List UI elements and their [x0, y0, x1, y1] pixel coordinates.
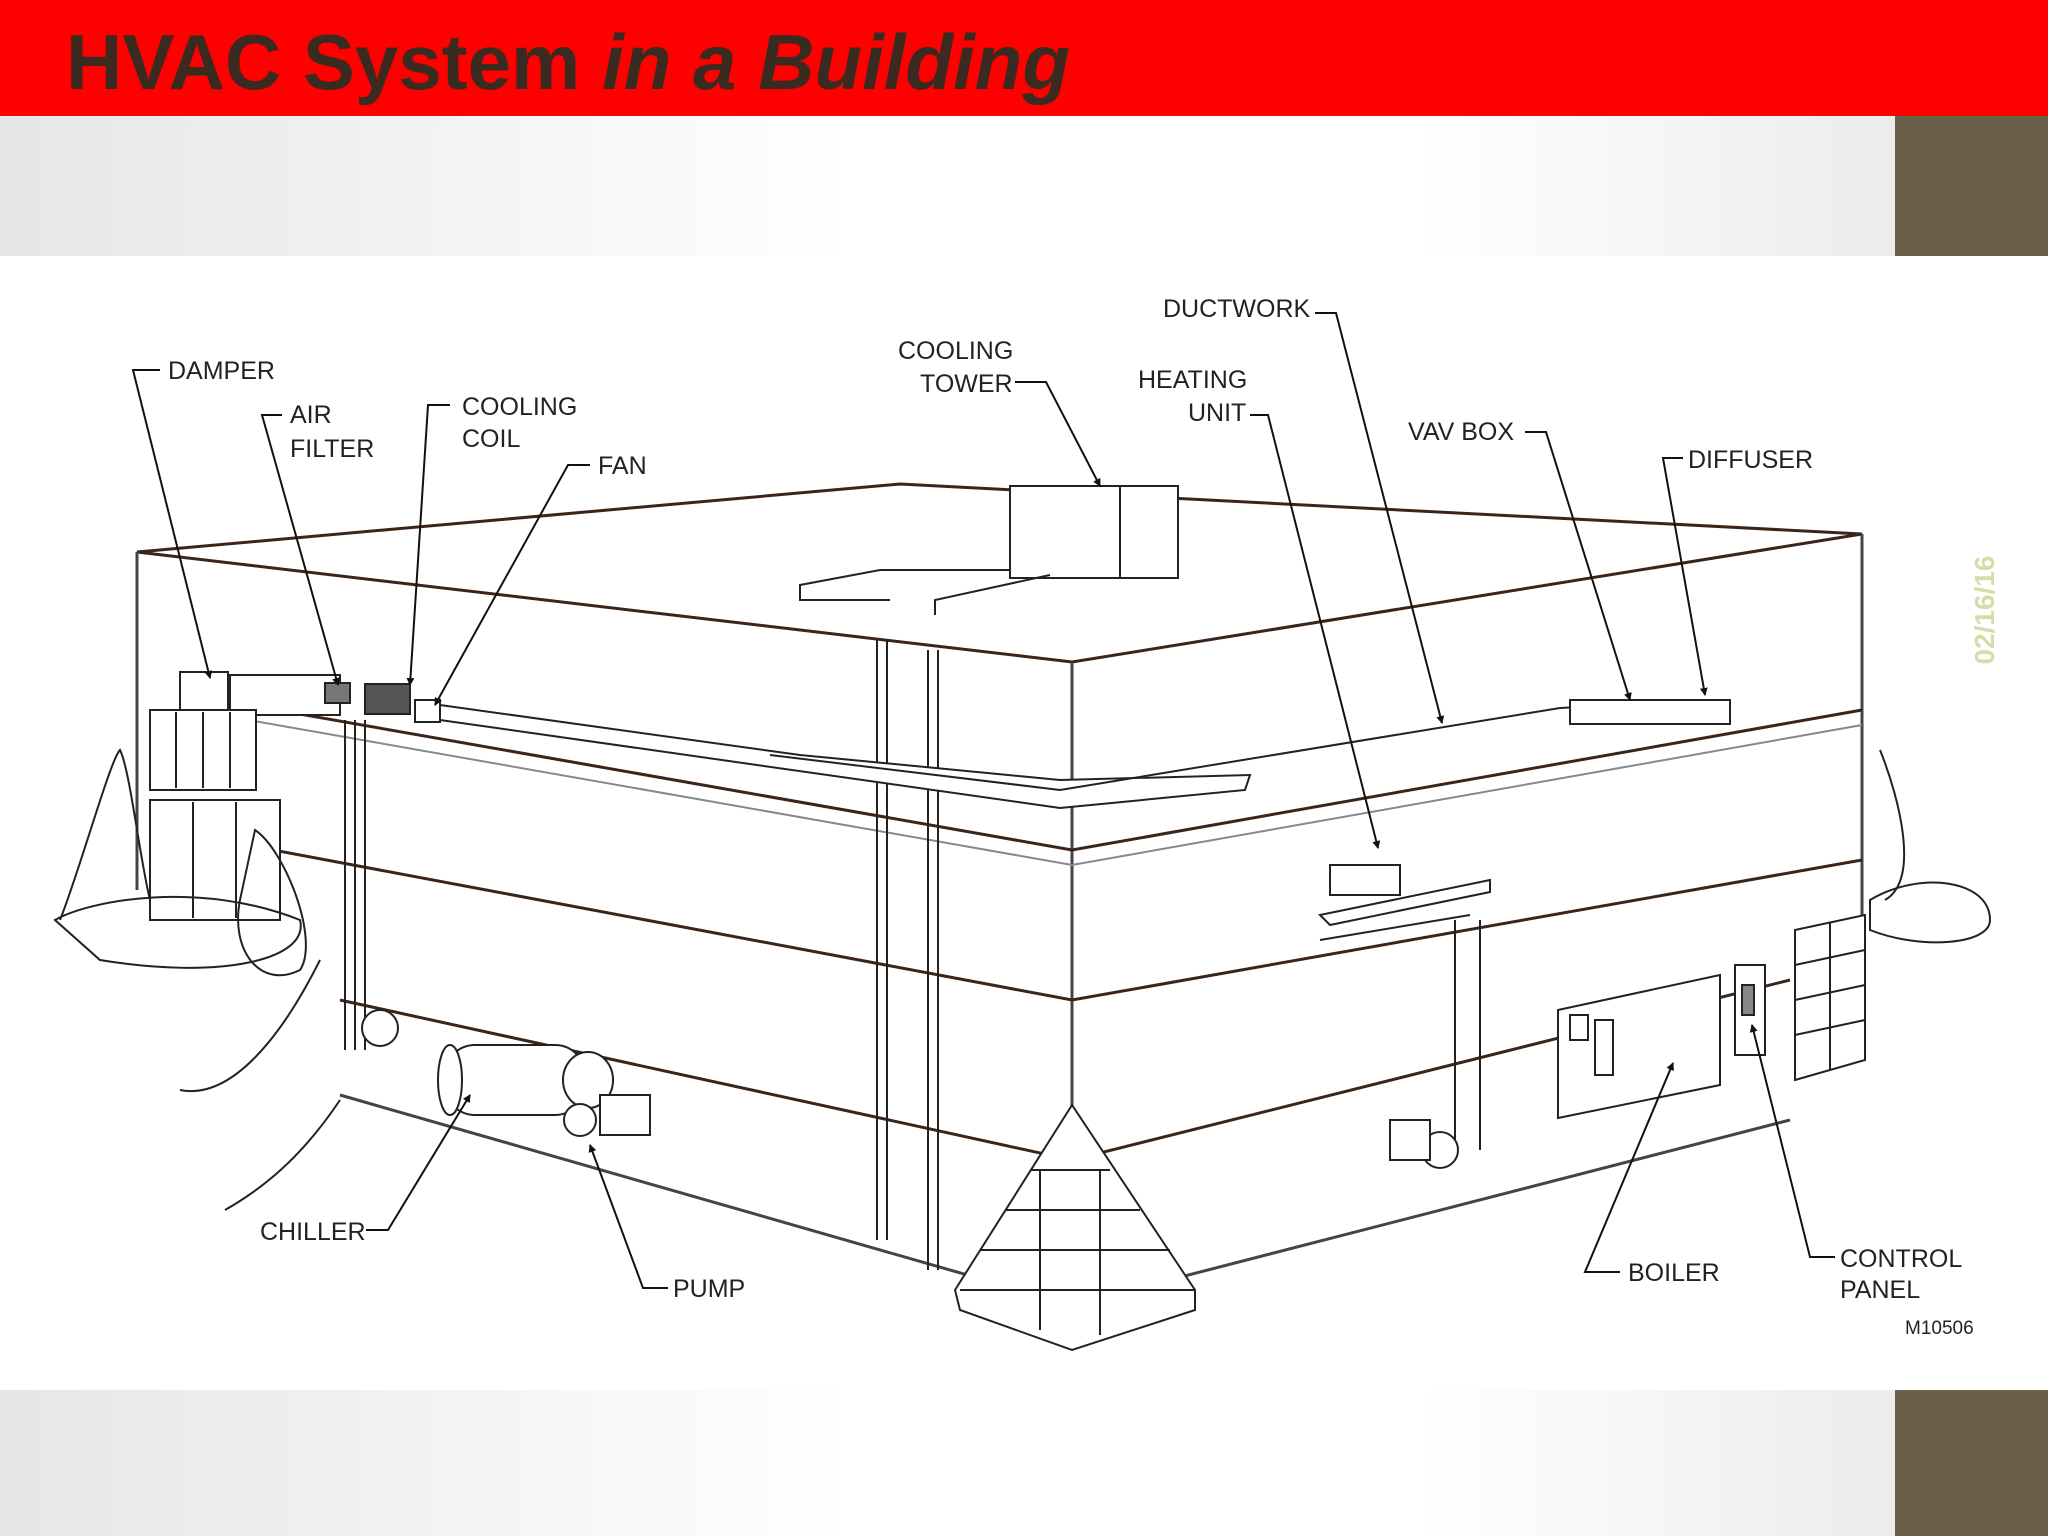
cooling-tower-label-line1: COOLING — [898, 337, 1013, 365]
vav-box-label: VAV BOX — [1408, 418, 1514, 446]
damper-label: DAMPER — [168, 357, 275, 385]
cooling-coil-label-line2: COIL — [462, 425, 520, 453]
brick-corner-front — [953, 1103, 1196, 1352]
diffuser-label: DIFFUSER — [1688, 446, 1813, 474]
bottom-band — [0, 1390, 1895, 1536]
air-filter-label-line1: AIR — [290, 401, 332, 429]
chiller-label: CHILLER — [260, 1218, 366, 1246]
top-accent-block — [1895, 116, 2048, 256]
building-windows — [149, 709, 281, 921]
heating-unit — [1317, 864, 1491, 941]
vav-box-leader — [1525, 431, 1632, 701]
cooling-tower-label-line2: TOWER — [920, 370, 1013, 398]
pump — [361, 1009, 1459, 1169]
control-panel-label-line1: CONTROL — [1840, 1245, 1962, 1273]
control-panel-leader — [1749, 1024, 1835, 1258]
boiler — [1557, 973, 1721, 1120]
chiller — [437, 1044, 614, 1116]
diffuser-leader — [1661, 457, 1708, 696]
heating-unit-leader — [1250, 414, 1381, 849]
heating-unit-label-line2: UNIT — [1188, 399, 1246, 427]
control-panel-label-line2: PANEL — [1840, 1276, 1920, 1304]
top-band — [0, 116, 1895, 256]
ductwork-label: DUCTWORK — [1163, 295, 1311, 323]
riser-pipes — [344, 640, 1481, 1270]
hvac-building-diagram: DAMPER AIR FILTER COOLING COIL FAN COOLI… — [0, 256, 2048, 1390]
slide-title: HVAC System in a Building — [66, 14, 1070, 110]
title-bar: HVAC System in a Building — [0, 0, 2048, 116]
bottom-accent-block — [1895, 1390, 2048, 1536]
damper-leader — [131, 369, 213, 679]
cooling-tower — [799, 485, 1179, 615]
chiller-leader — [366, 1094, 471, 1231]
title-italic: in a Building — [602, 18, 1071, 106]
cooling-coil-leader — [406, 404, 450, 686]
air-filter-leader — [260, 414, 340, 686]
cooling-coil-label-line1: COOLING — [462, 393, 577, 421]
date-stamp: 02/16/16 — [1969, 555, 2000, 665]
ductwork-leader — [1315, 312, 1445, 724]
boiler-leader — [1583, 1062, 1674, 1273]
boiler-label: BOILER — [1628, 1259, 1720, 1287]
brick-corner-right — [1794, 913, 1866, 1082]
heating-unit-label-line1: HEATING — [1138, 366, 1247, 394]
leader-lines — [131, 312, 1835, 1289]
cooling-tower-leader — [1015, 381, 1101, 487]
air-filter-label-line2: FILTER — [290, 435, 374, 463]
control-panel — [1734, 964, 1766, 1056]
figure-code: M10506 — [1905, 1318, 1974, 1339]
fan-leader — [434, 464, 590, 706]
air-handler — [179, 671, 1731, 810]
pump-label: PUMP — [673, 1275, 745, 1303]
fan-label: FAN — [598, 452, 647, 480]
shrubs — [53, 748, 1992, 1211]
component-labels: DAMPER AIR FILTER COOLING COIL FAN COOLI… — [168, 295, 1974, 1339]
title-regular: HVAC System — [66, 18, 603, 106]
pump-leader — [588, 1144, 668, 1289]
